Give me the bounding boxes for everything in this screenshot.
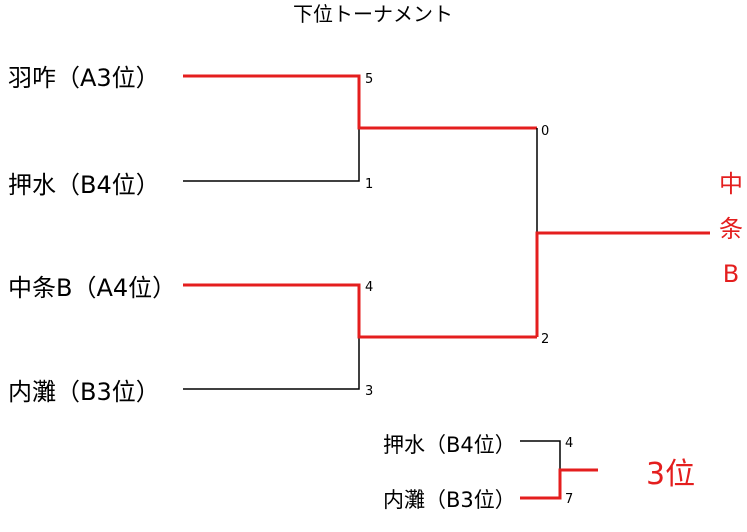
champion-char-1: 中 [719, 170, 743, 198]
third-team-2-score: 7 [565, 492, 573, 507]
team-2-score: 1 [365, 177, 373, 192]
team-2-label: 押水（B4位） [8, 171, 160, 199]
team-2-line [183, 128, 360, 182]
team-3-score: 4 [365, 280, 373, 295]
champion-char-3: B [723, 260, 739, 288]
third-team-1-score: 4 [565, 436, 573, 451]
final-win-line [535, 231, 710, 337]
semifinal-2-score: 2 [541, 332, 549, 347]
third-team-2-label: 内灘（B3位） [383, 488, 516, 512]
team-3-label: 中条B（A4位） [8, 274, 176, 302]
team-3-win-line [183, 283, 537, 339]
team-4-line [183, 337, 360, 390]
third-team-1-label: 押水（B4位） [383, 433, 516, 457]
team-1-label: 羽咋（A3位） [8, 64, 160, 92]
third-team-2-win-line [520, 468, 598, 500]
team-4-label: 内灘（B3位） [8, 378, 160, 406]
third-place-label: 3位 [646, 457, 695, 492]
champion-char-2: 条 [719, 215, 743, 243]
team-1-score: 5 [365, 72, 373, 87]
team-1-win-line [183, 74, 537, 130]
team-4-score: 3 [365, 384, 373, 399]
bracket-title: 下位トーナメント [293, 2, 453, 26]
third-team-1-line [520, 440, 561, 470]
semifinal-1-score: 0 [541, 124, 549, 139]
